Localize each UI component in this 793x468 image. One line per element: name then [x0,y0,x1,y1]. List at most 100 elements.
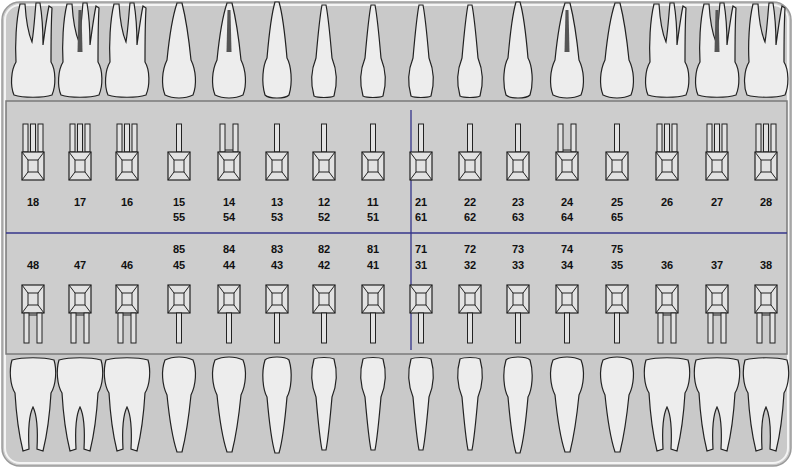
chart-symbol [116,285,138,343]
tooth-number: 81 [367,243,379,256]
upper-incisor [458,5,482,98]
chart-symbol [507,124,529,180]
tooth-number: 63 [512,211,524,224]
chart-symbol [22,124,44,180]
tooth-number: 53 [271,211,283,224]
chart-symbol [606,124,628,180]
tooth-number: 16 [121,196,133,209]
chart-symbol [168,285,190,343]
tooth-number: 43 [271,259,283,272]
tooth-number: 62 [464,211,476,224]
tooth-number: 64 [561,211,573,224]
tooth-number: 46 [121,259,133,272]
chart-symbol [22,285,44,343]
tooth-number: 61 [415,211,427,224]
upper-molar [59,3,102,97]
chart-symbol [266,124,288,180]
chart-symbol [459,285,481,343]
chart-panel [6,101,787,354]
tooth-number: 47 [74,259,86,272]
tooth-number: 71 [415,243,427,256]
lower-molar [694,358,739,451]
chart-symbol [362,124,384,180]
chart-symbol [606,285,628,343]
tooth-number: 83 [271,243,283,256]
upper-canine [263,2,291,98]
tooth-number: 74 [561,243,573,256]
chart-symbol [218,285,240,343]
upper-incisor [409,5,433,98]
lower-canine [504,357,532,453]
jaw-divider [6,232,787,233]
upper-molar [646,3,689,97]
upper-premolar [601,3,634,98]
upper-premolar [163,3,196,98]
chart-symbol [410,285,432,343]
tooth-number: 27 [711,196,723,209]
tooth-number: 13 [271,196,283,209]
chart-symbol [656,124,678,180]
tooth-number: 26 [661,196,673,209]
tooth-number: 31 [415,259,427,272]
tooth-number: 14 [223,196,235,209]
upper-premolar [213,3,246,98]
tooth-number: 18 [27,196,39,209]
tooth-number: 11 [367,196,379,209]
chart-symbol [706,285,728,343]
tooth-number: 82 [318,243,330,256]
chart-symbol [218,124,240,180]
upper-canine [504,2,532,98]
tooth-number: 22 [464,196,476,209]
tooth-number: 12 [318,196,330,209]
chart-symbol [755,285,777,343]
tooth-number: 55 [173,211,185,224]
upper-molar [12,3,55,97]
upper-incisor [312,5,336,98]
tooth-number: 28 [760,196,772,209]
root-canal [227,10,232,52]
tooth-number: 37 [711,259,723,272]
root-canal [565,10,570,52]
chart-symbol [69,124,91,180]
root-canal [78,10,83,52]
tooth-number: 36 [661,259,673,272]
tooth-number: 84 [223,243,235,256]
tooth-number: 52 [318,211,330,224]
upper-molar [745,3,788,97]
chart-symbol [266,285,288,343]
lower-premolar [213,357,246,452]
lower-premolar [551,357,584,452]
tooth-number: 45 [173,259,185,272]
tooth-number: 41 [367,259,379,272]
lower-premolar [601,357,634,452]
chart-symbol [362,285,384,343]
chart-symbol [755,124,777,180]
chart-symbol [556,285,578,343]
chart-symbol [459,124,481,180]
tooth-number: 35 [611,259,623,272]
chart-symbol [706,124,728,180]
chart-symbol [556,124,578,180]
chart-symbol [410,124,432,180]
upper-premolar [551,3,584,98]
tooth-number: 54 [223,211,235,224]
tooth-number: 25 [611,196,623,209]
root-canal [715,10,720,52]
chart-symbol [69,285,91,343]
tooth-number: 65 [611,211,623,224]
lower-molar [104,358,149,451]
tooth-number: 38 [760,259,772,272]
upper-incisor [361,5,385,98]
tooth-number: 15 [173,196,185,209]
upper-molar [696,3,739,97]
tooth-number: 21 [415,196,427,209]
tooth-number: 73 [512,243,524,256]
lower-incisor [409,358,433,451]
lower-incisor [361,358,385,451]
upper-molar [106,3,149,97]
tooth-number: 23 [512,196,524,209]
lower-canine [263,357,291,453]
lower-molar [644,358,689,451]
